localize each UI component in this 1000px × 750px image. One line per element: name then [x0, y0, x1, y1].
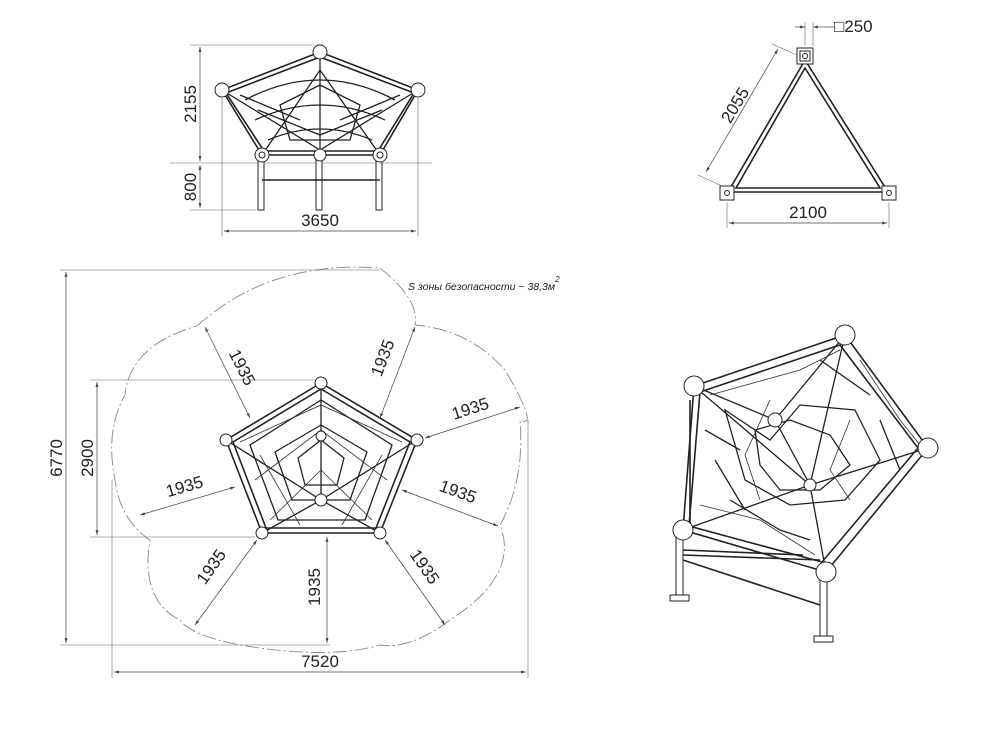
iso-ball-bottom-right — [815, 561, 837, 583]
dim-post-size: □250 — [834, 17, 873, 36]
dim-zone-offset-1: 1935 — [225, 346, 259, 388]
dim-zone-offset-7: 1935 — [193, 546, 230, 588]
iso-legs — [669, 400, 834, 643]
dim-plan-total-width: 7520 — [301, 652, 339, 671]
iso-ball-left-top — [683, 375, 705, 397]
dim-front-width: 3650 — [301, 211, 339, 230]
ball-right — [410, 82, 426, 98]
dim-top-side: 2055 — [717, 84, 753, 126]
iso-ball-bottom-left — [672, 519, 694, 541]
front-view: 2155 800 3650 — [170, 44, 432, 236]
front-net — [221, 52, 419, 156]
dim-zone-offset-8: 1935 — [164, 472, 206, 501]
ball-left — [214, 82, 230, 98]
isometric-view — [669, 324, 939, 643]
dim-plan-total-height: 6770 — [47, 439, 66, 477]
front-legs — [257, 157, 383, 211]
dim-front-height-upper: 2155 — [181, 85, 200, 123]
iso-ball-right — [917, 437, 939, 459]
safety-zone-outline — [111, 266, 528, 653]
ball-top — [312, 44, 328, 60]
plan-view: 1935 1935 1935 1935 1935 1935 1935 1935 … — [47, 266, 560, 678]
iso-ball-top — [834, 324, 856, 346]
safety-zone-note: S зоны безопасности ~ 38,3м2 — [408, 275, 560, 293]
plan-center-ball — [314, 493, 328, 507]
plan-net — [225, 383, 418, 534]
iso-frame — [682, 334, 930, 573]
dim-plan-inner-height: 2900 — [78, 439, 97, 477]
front-frame — [220, 51, 420, 156]
top-view: □250 2055 2100 — [697, 17, 897, 228]
dim-zone-offset-5: 1935 — [406, 546, 443, 588]
dim-zone-offset-4: 1935 — [437, 476, 479, 507]
dim-zone-offset-3: 1935 — [449, 394, 491, 424]
iso-net — [682, 334, 929, 573]
dim-zone-offset-2: 1935 — [367, 337, 398, 379]
zone-offset-lines — [139, 326, 521, 643]
dim-front-height-lower: 800 — [181, 173, 200, 201]
top-triangle — [726, 58, 890, 193]
dim-top-base: 2100 — [789, 203, 827, 222]
dim-zone-offset-6: 1935 — [305, 568, 324, 606]
plan-pentagon-frame — [225, 382, 418, 534]
